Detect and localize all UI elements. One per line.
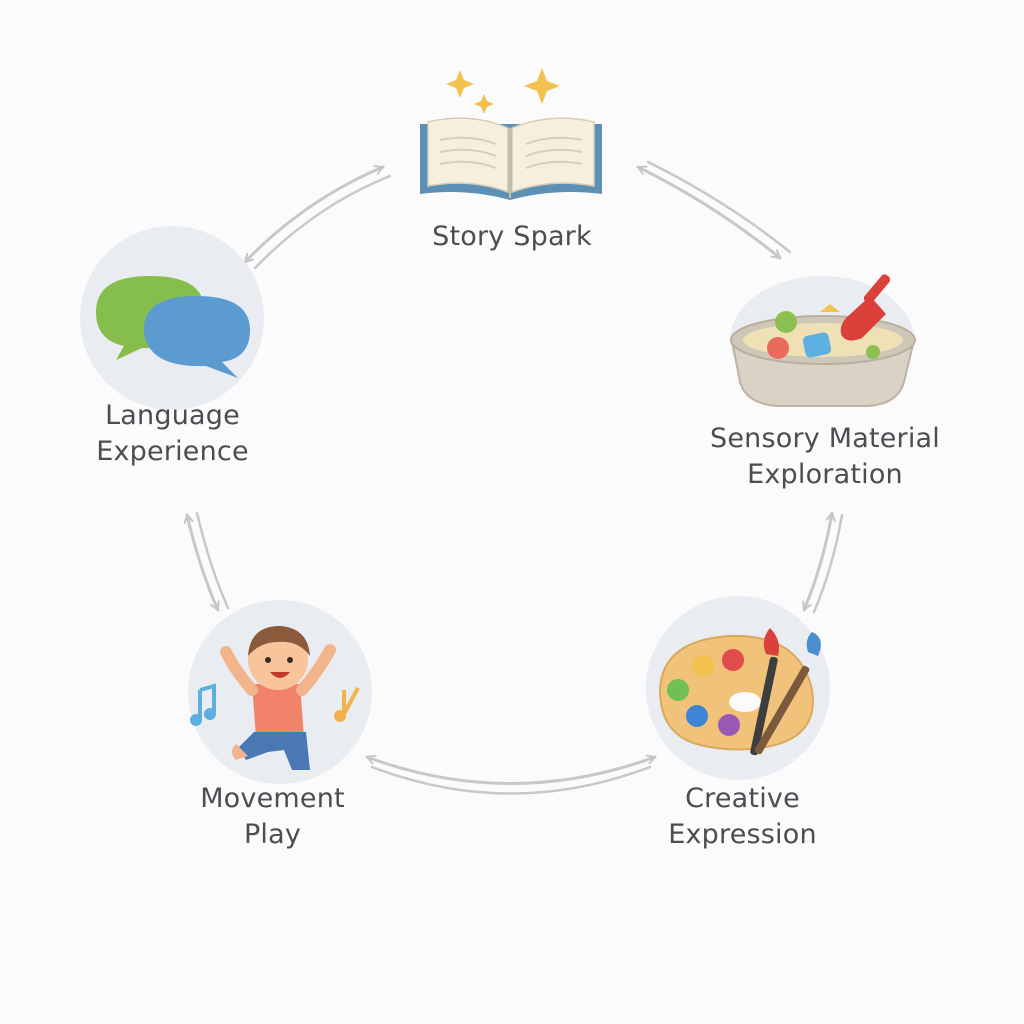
label-line: Expression [668, 819, 817, 850]
label-line: Play [243, 819, 302, 850]
sensory-bin-icon [730, 274, 916, 407]
arrow-movement-language [187, 511, 230, 612]
speech-bubbles-icon [80, 226, 264, 410]
label-line: Story Spark [432, 221, 592, 252]
label-line: Movement [200, 783, 345, 814]
stage-label-movement-play: Movement Play [170, 781, 375, 853]
arrow-language-story [243, 167, 392, 270]
label-line: Language [105, 400, 240, 431]
stage-label-language-experience: Language Experience [60, 398, 285, 470]
label-line: Exploration [747, 459, 903, 490]
label-line: Experience [96, 436, 249, 467]
label-line: Sensory Material [710, 423, 940, 454]
stage-label-sensory-exploration: Sensory Material Exploration [680, 421, 970, 493]
paint-palette-icon [646, 596, 830, 780]
dancing-child-icon [188, 600, 372, 784]
arrow-creative-movement [365, 757, 657, 795]
arrow-story-sensory [636, 160, 792, 260]
stage-label-story-spark: Story Spark [402, 219, 622, 255]
arrow-sensory-creative [804, 511, 844, 614]
open-book-icon [420, 68, 602, 200]
stage-label-creative-expression: Creative Expression [640, 781, 845, 853]
label-line: Creative [685, 783, 800, 814]
